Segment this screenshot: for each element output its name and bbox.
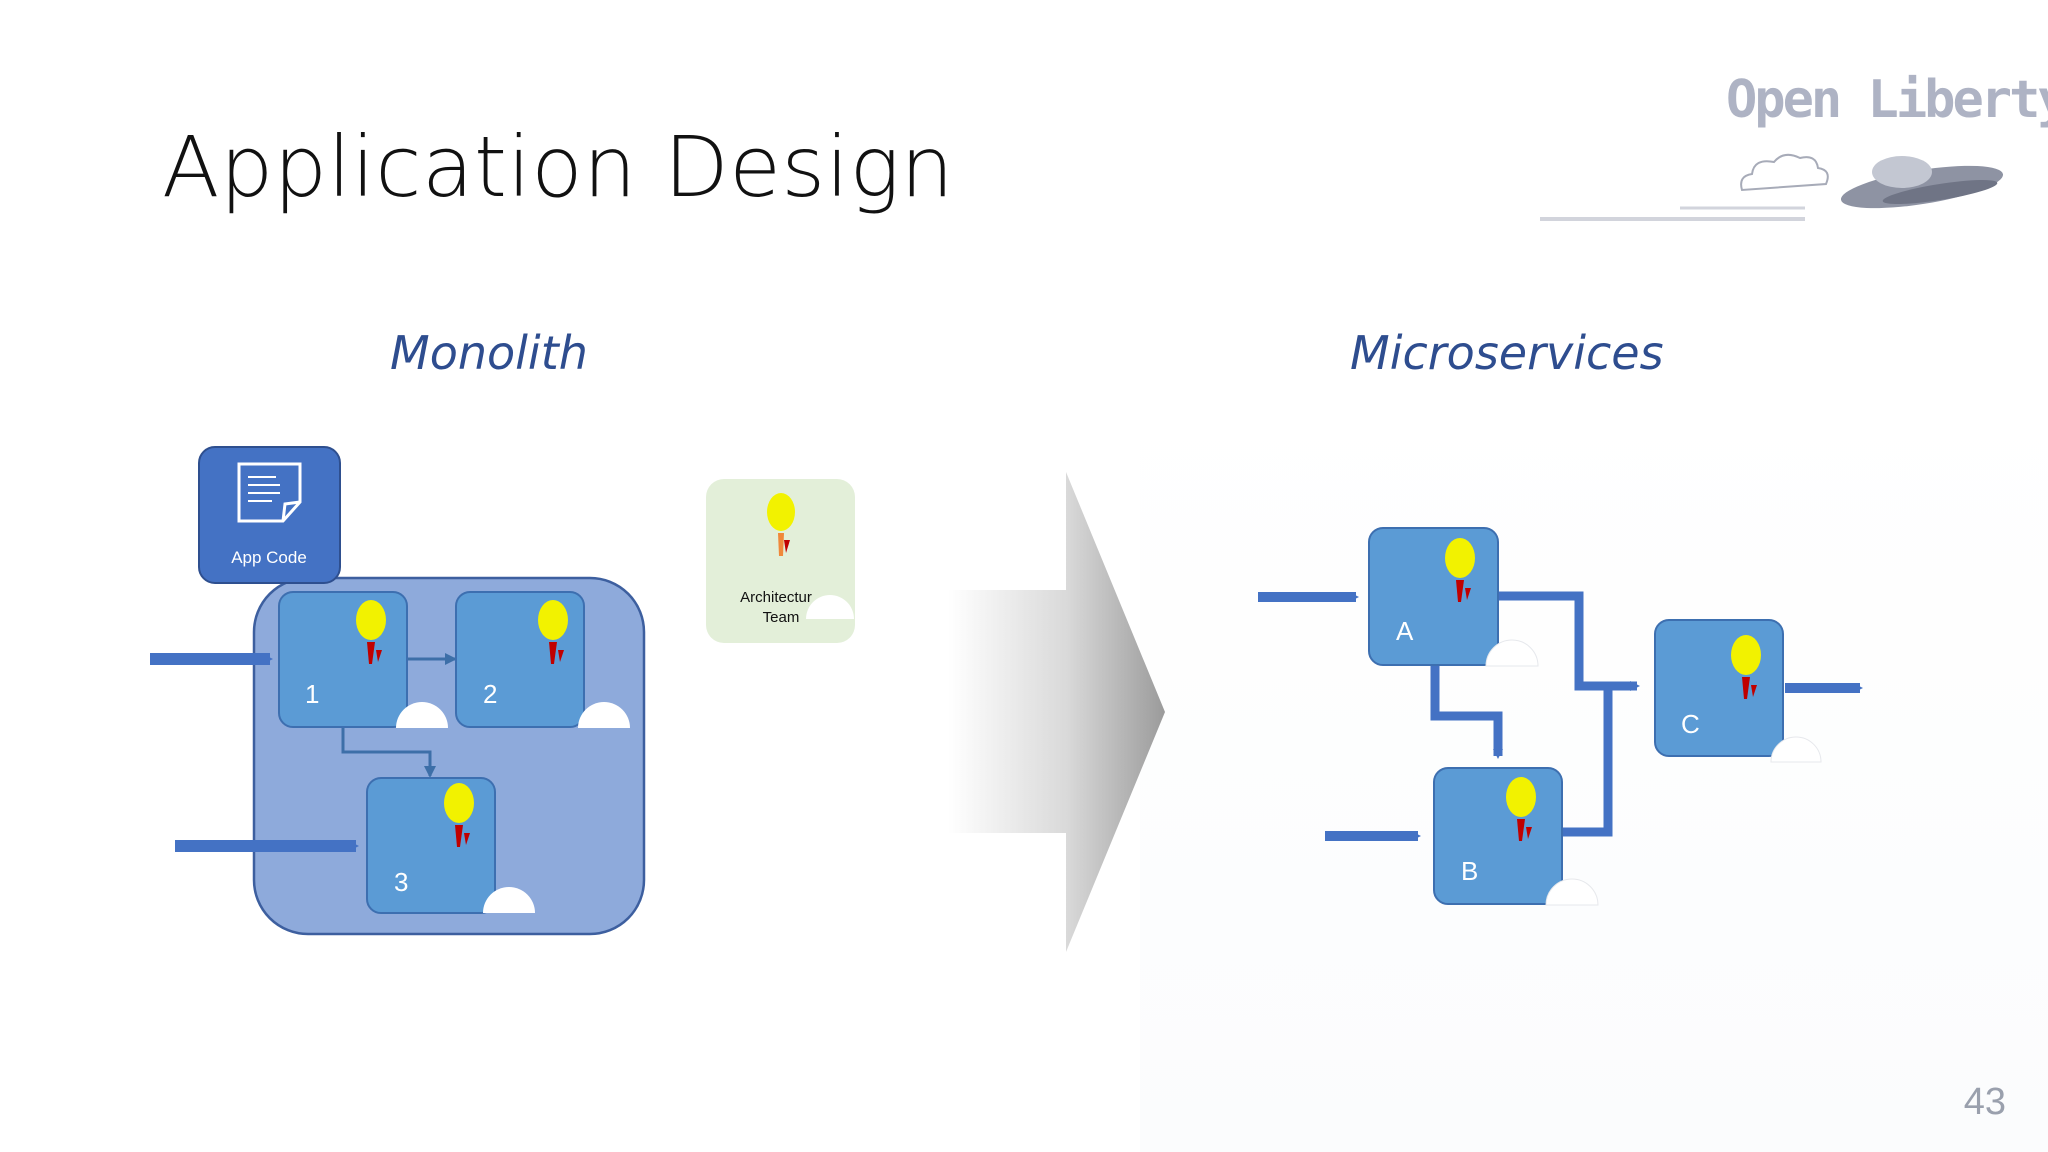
architecture-team-label-line-2: Team — [763, 609, 800, 626]
person-icon — [538, 600, 568, 664]
half-circle-shape — [1545, 878, 1599, 906]
architecture-team-label-line-1: Architectur — [740, 589, 812, 606]
person-icon — [444, 783, 474, 847]
person-icon — [1731, 635, 1761, 699]
app-code-label: App Code — [231, 548, 307, 567]
monolith-heading: Monolith — [390, 326, 588, 380]
person-icon — [356, 600, 386, 664]
person-icon — [767, 493, 795, 556]
logo-graphic — [1540, 153, 2004, 221]
service-a: A — [1368, 527, 1539, 667]
microservices-background — [1140, 390, 2048, 1152]
module-label: 1 — [305, 679, 319, 709]
service-c: C — [1654, 619, 1822, 763]
module-label: 2 — [483, 679, 497, 709]
service-b: B — [1433, 767, 1599, 906]
half-circle-shape — [1485, 639, 1539, 667]
app-code-box: App Code — [198, 446, 341, 584]
half-circle-shape — [806, 595, 854, 619]
half-circle-shape — [396, 702, 448, 728]
monolith-module-1: 1 — [278, 591, 448, 728]
half-circle-shape — [483, 887, 535, 913]
half-circle-shape — [1770, 736, 1822, 763]
open-liberty-logo: Open Liberty — [1726, 70, 2048, 130]
module-1-to-3-arrow — [341, 727, 436, 778]
person-icon — [1445, 538, 1475, 602]
half-circle-shape — [578, 702, 630, 728]
page-number: 43 — [1963, 1081, 2006, 1123]
service-label: C — [1681, 709, 1700, 739]
microservices-heading: Microservices — [1350, 326, 1664, 380]
architecture-team-card: Architectur Team — [706, 479, 855, 643]
monolith-module-3: 3 — [366, 777, 535, 914]
service-label: B — [1461, 856, 1478, 886]
document-icon — [237, 462, 302, 523]
a-to-b-connector — [1430, 666, 1503, 759]
service-label: A — [1396, 616, 1414, 646]
slide-title: Application Design — [162, 118, 955, 216]
transformation-arrow — [948, 472, 1165, 952]
monolith-module-2: 2 — [455, 591, 630, 728]
module-label: 3 — [394, 867, 408, 897]
person-icon — [1506, 777, 1536, 841]
